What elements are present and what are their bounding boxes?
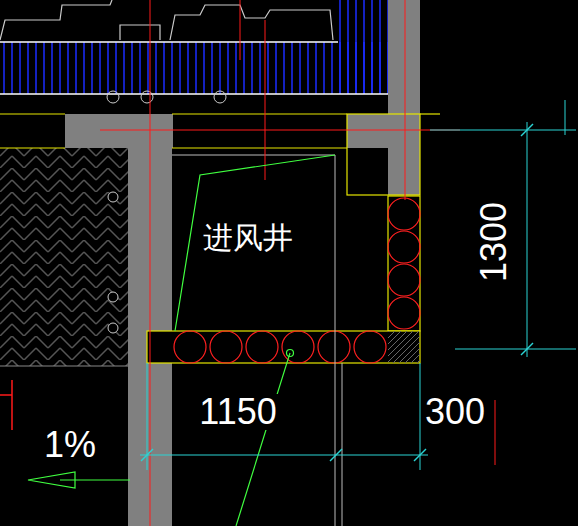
- room-name: 进风井: [202, 223, 294, 253]
- slope-text: 1%: [43, 427, 97, 463]
- dimension-text: 1150: [198, 394, 277, 430]
- dimension-text: 1300: [476, 201, 512, 283]
- dimension-text: 300: [424, 394, 486, 430]
